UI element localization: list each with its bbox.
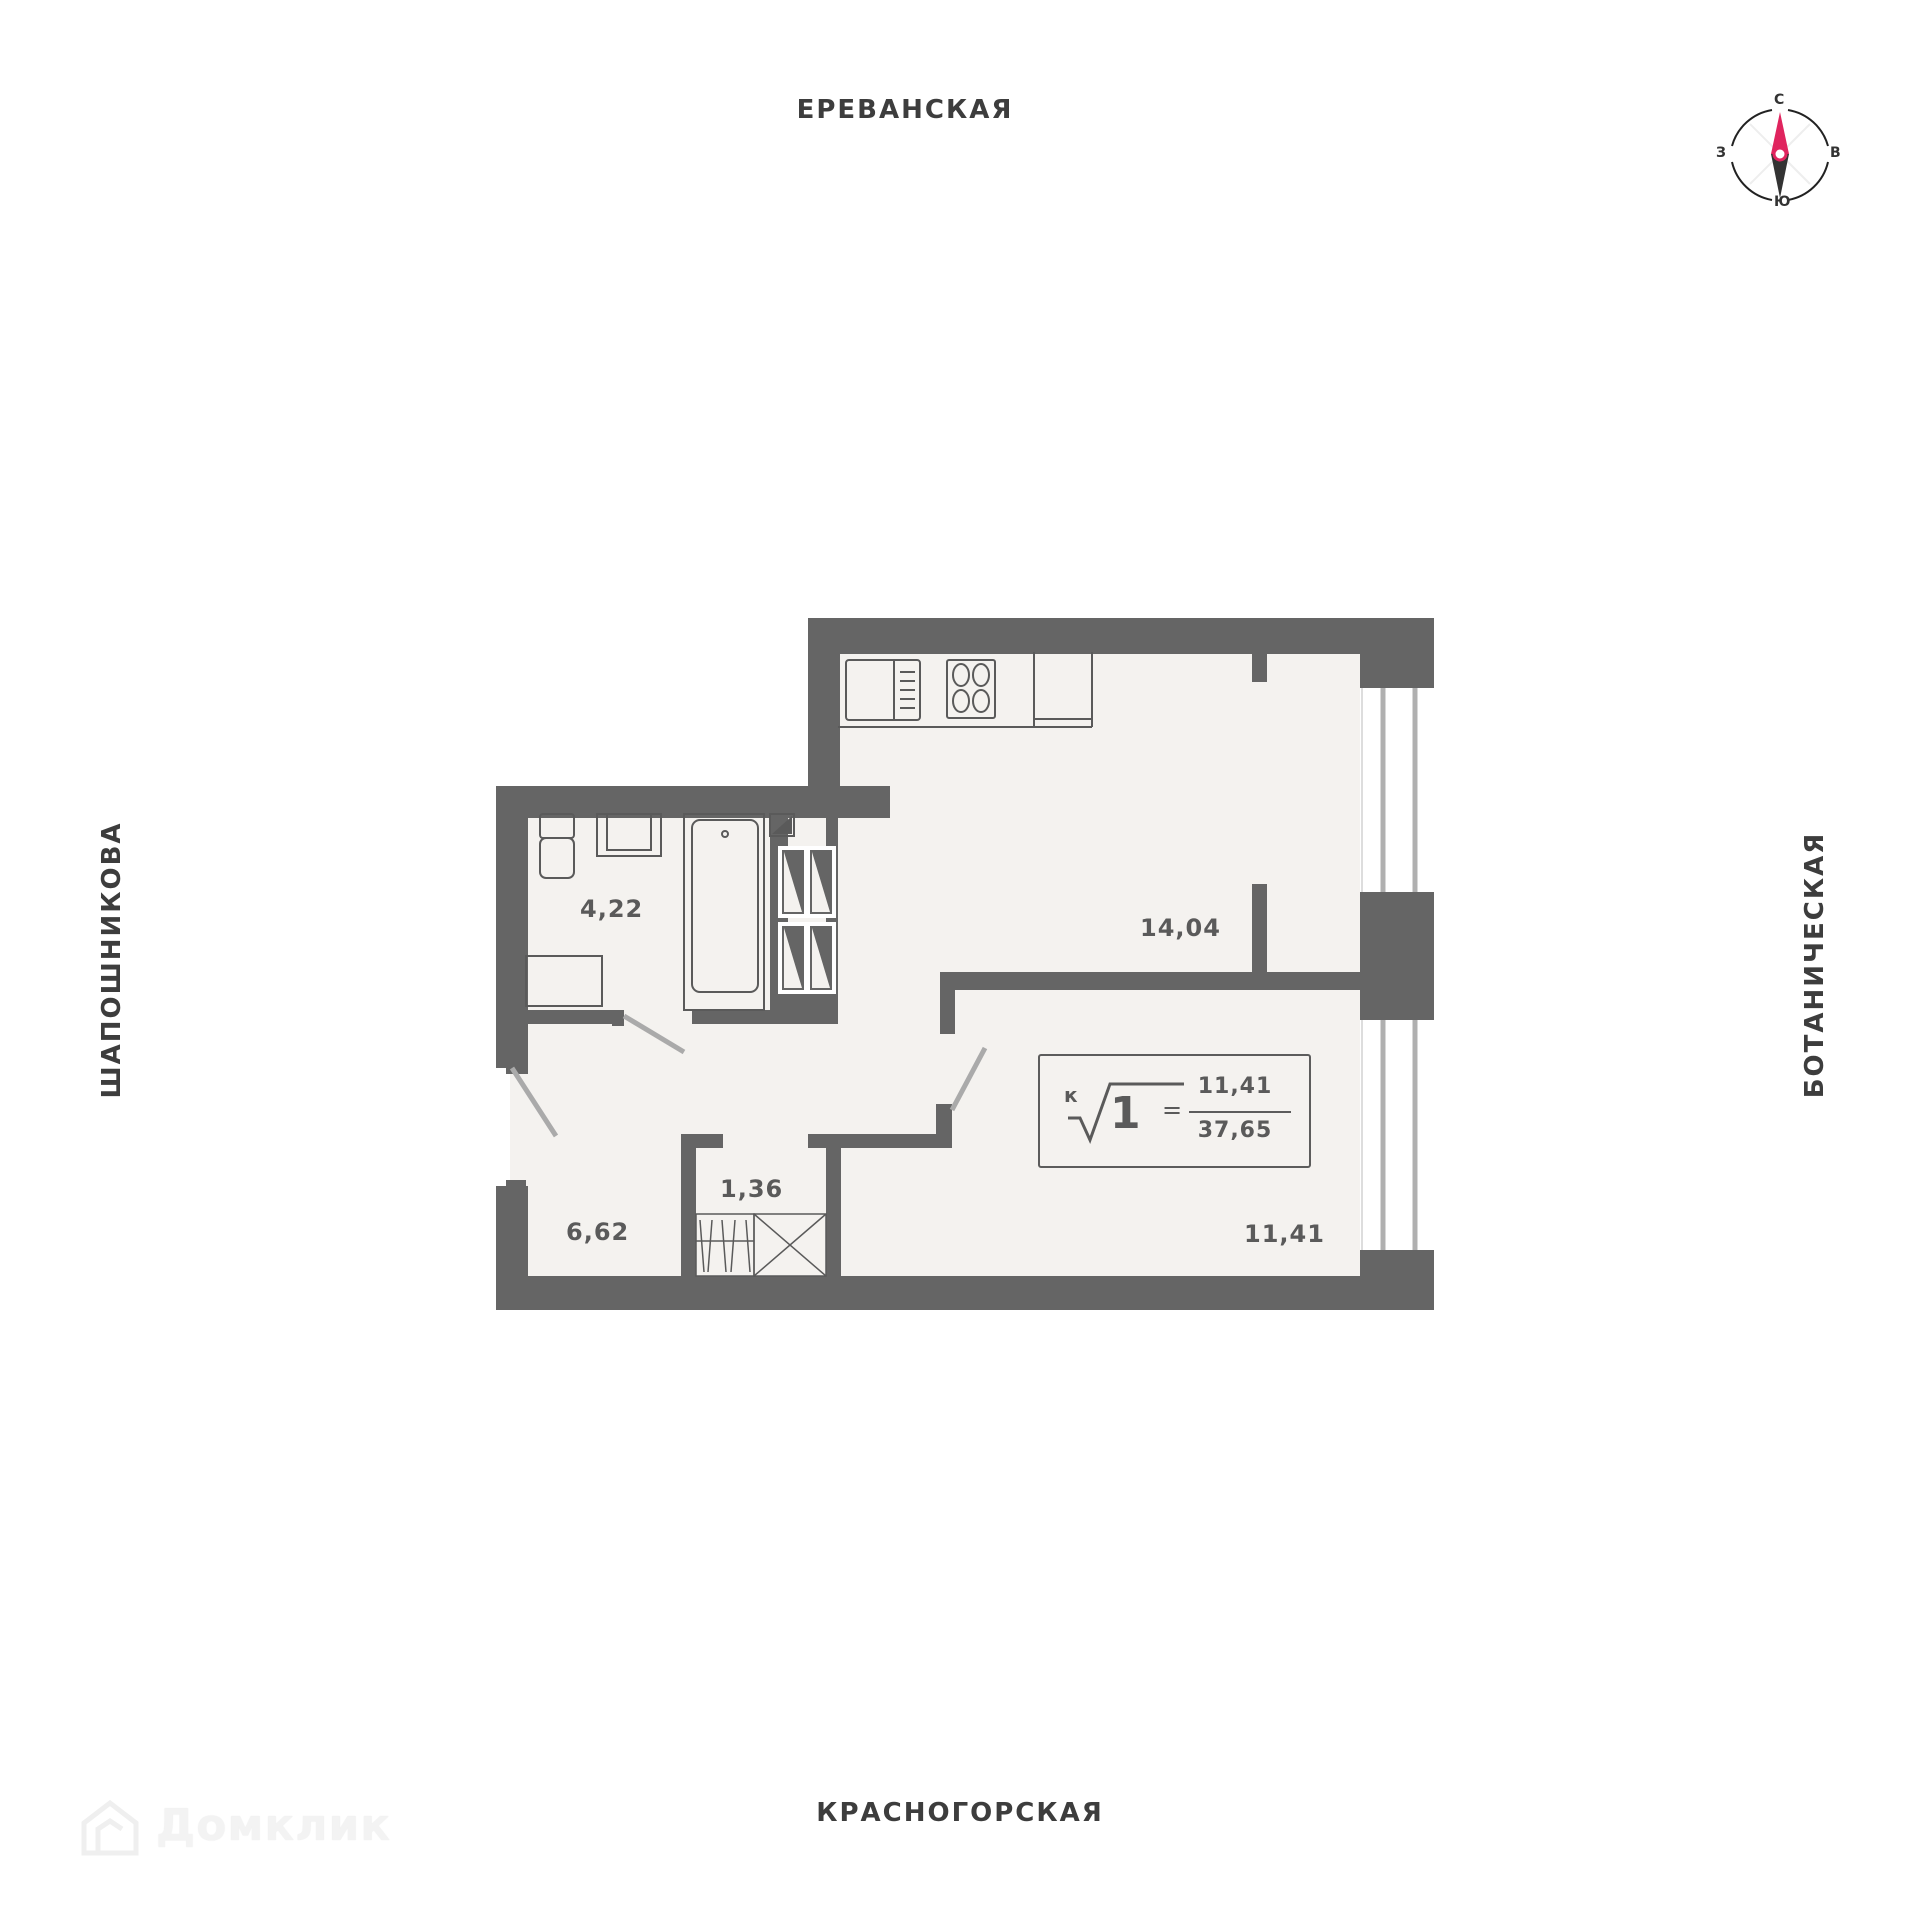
- compass-rose-icon: [1731, 109, 1829, 201]
- kitchen-fixtures: [838, 652, 1093, 728]
- formula-prefix: к: [1064, 1083, 1078, 1107]
- room-area-storage: 1,36: [720, 1175, 784, 1203]
- formula-living-area: 11,41: [1197, 1074, 1273, 1099]
- floor-area: [510, 652, 1360, 1280]
- south-needle: [1771, 154, 1789, 198]
- north-needle: [1771, 112, 1789, 154]
- compass-north-label: С: [1774, 92, 1785, 108]
- kitchen-sink: [845, 659, 921, 721]
- entrance-door: [509, 1066, 559, 1138]
- room-area-hallway: 6,62: [566, 1218, 630, 1246]
- street-label-top: ЕРЕВАНСКАЯ: [796, 95, 1014, 125]
- window-upper: [1361, 688, 1432, 892]
- bathtub-frame: [683, 813, 765, 1011]
- compass: С Ю З В: [1716, 92, 1842, 210]
- domclick-logo-icon: [81, 1799, 139, 1856]
- formula-room-count: 1: [1110, 1088, 1141, 1139]
- window-lower: [1361, 1020, 1432, 1250]
- room-area-kitchen-living: 14,04: [1140, 914, 1221, 942]
- compass-south-label: Ю: [1774, 194, 1791, 210]
- domclick-watermark: Домклик: [156, 1800, 392, 1851]
- street-label-bottom: КРАСНОГОРСКАЯ: [816, 1798, 1104, 1828]
- bedroom-door: [949, 1046, 988, 1112]
- door-leaves: [509, 1013, 988, 1138]
- formula-total-area: 37,65: [1197, 1118, 1273, 1143]
- area-formula-box: к 1 = 11,41 37,65: [1038, 1054, 1311, 1168]
- radical-sign-icon: [1068, 1082, 1184, 1144]
- toilet-bowl: [539, 837, 575, 879]
- floor-drain: [769, 813, 795, 837]
- room-area-bathroom: 4,22: [580, 895, 644, 923]
- storage-fixtures: [695, 1213, 827, 1277]
- compass-east-label: В: [1830, 145, 1841, 161]
- washing-machine: [525, 955, 603, 1007]
- bathroom-fixtures: [525, 813, 795, 1011]
- room-area-bedroom: 11,41: [1244, 1220, 1325, 1248]
- sink-basin: [606, 813, 652, 851]
- formula-equals: =: [1162, 1096, 1183, 1124]
- cooktop: [946, 659, 996, 719]
- fraction-line: [1189, 1111, 1291, 1113]
- compass-west-label: З: [1716, 145, 1726, 161]
- bathroom-door: [622, 1013, 686, 1055]
- bathtub: [691, 819, 759, 993]
